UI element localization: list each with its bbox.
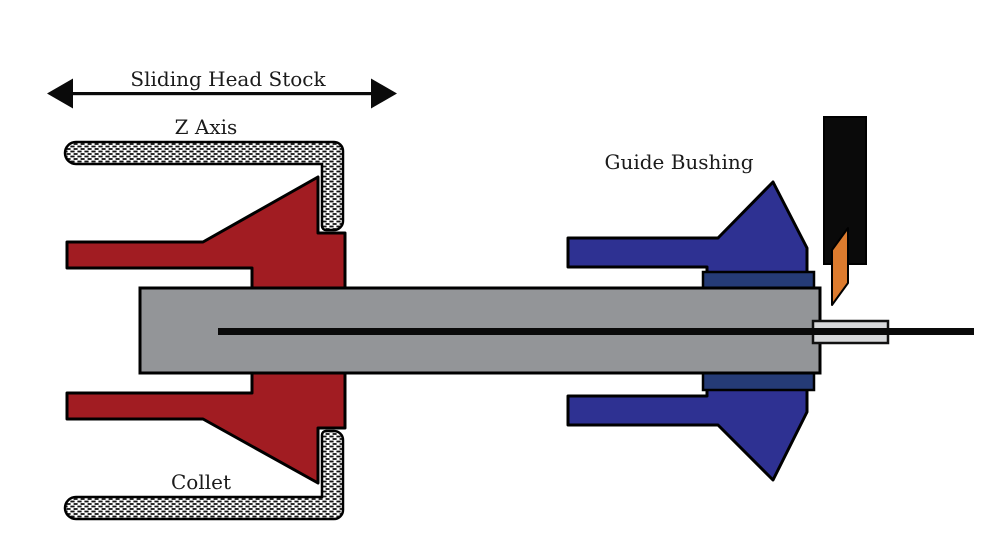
bushing-ring-top: [701, 270, 816, 291]
arrowhead-right-icon: [371, 78, 397, 109]
collet-top-shape: [65, 175, 347, 291]
arrow-shaft: [66, 92, 378, 96]
sliding-range-arrow: [47, 78, 397, 109]
label-z-axis: Z Axis: [175, 115, 238, 139]
headstock-bracket-top: [63, 140, 345, 232]
collet-bottom-shape: [65, 370, 347, 485]
headstock-bracket-bottom: [63, 429, 345, 521]
guide-bushing-bottom-shape: [566, 386, 809, 482]
bar-stock-line: [218, 328, 974, 335]
label-collet: Collet: [171, 470, 231, 494]
bushing-ring-bottom: [701, 370, 816, 392]
guide-bushing-top-shape: [566, 180, 809, 276]
label-guide-bushing: Guide Bushing: [604, 150, 753, 174]
tool-insert-orange: [831, 227, 849, 306]
label-sliding-head-stock: Sliding Head Stock: [130, 67, 326, 91]
arrowhead-left-icon: [47, 78, 73, 109]
